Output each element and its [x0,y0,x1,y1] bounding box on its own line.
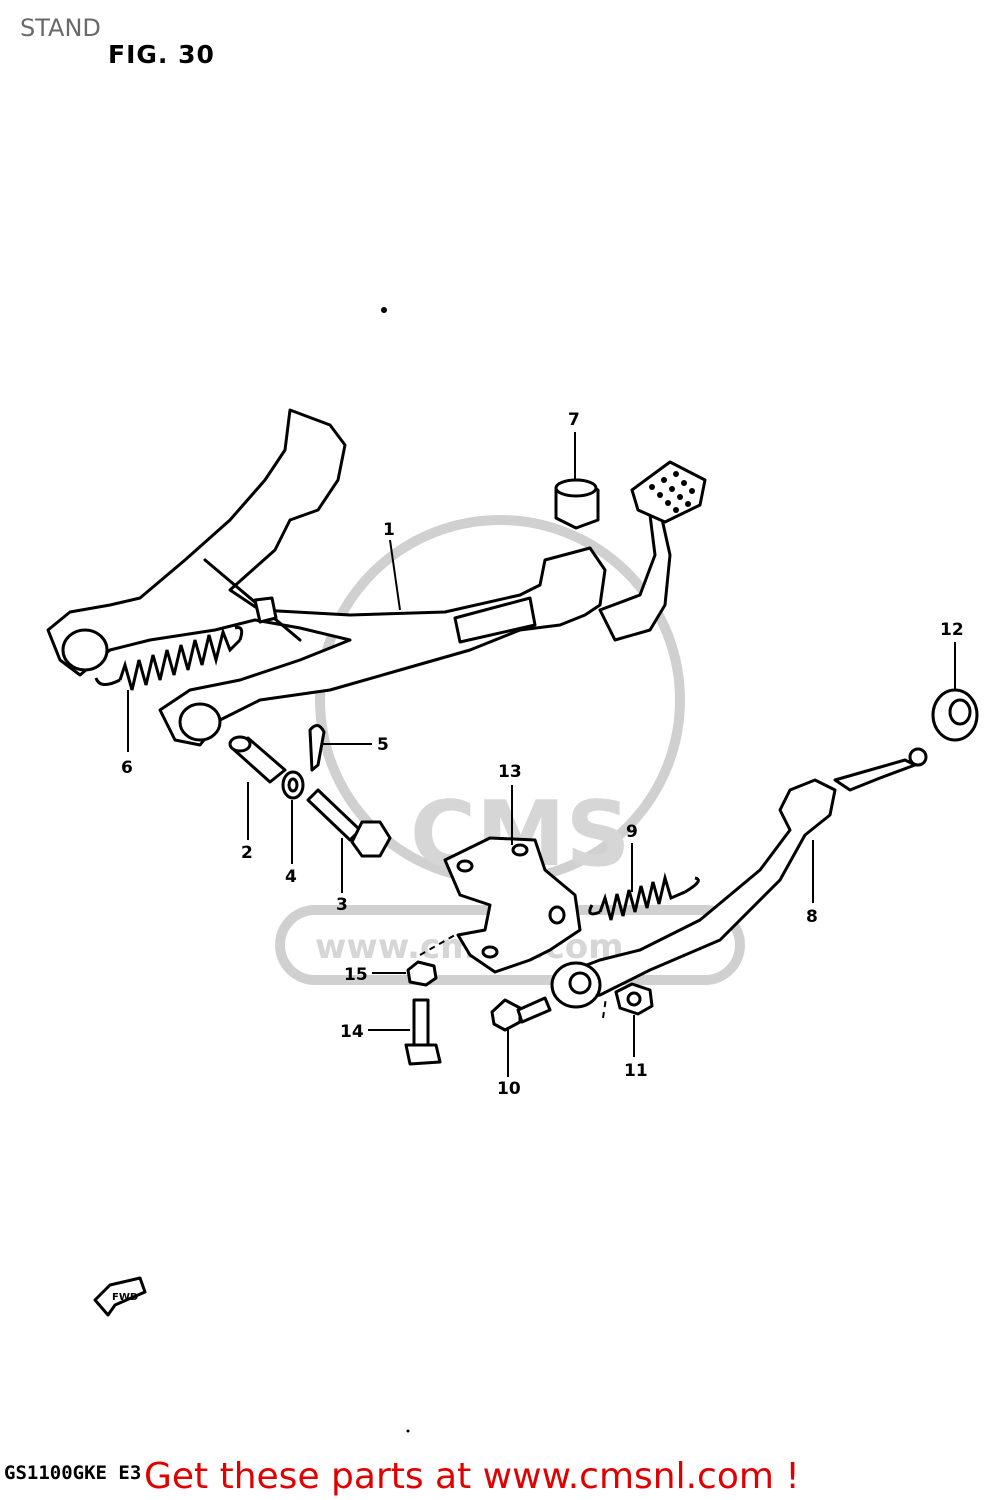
forward-arrow: FWD [93,1276,147,1317]
side-stand-spring[interactable] [588,872,700,921]
cotter-pin[interactable] [308,724,326,772]
callout-10: 10 [497,1079,521,1099]
callout-3: 3 [336,895,348,915]
stand-bolt[interactable] [306,788,392,858]
figure-label: FIG. 30 [108,40,215,69]
callout-14: 14 [340,1022,364,1042]
callout-7: 7 [568,410,580,430]
callout-8: 8 [806,907,818,927]
pivot-bolt[interactable] [490,996,552,1032]
fwd-label: FWD [112,1292,138,1303]
callout-1: 1 [383,520,395,540]
callout-4: 4 [285,867,297,887]
small-mark [381,307,387,313]
callout-9: 9 [626,822,638,842]
dot-mark [406,1429,410,1433]
callout-11: 11 [624,1061,648,1081]
callout-2: 2 [241,843,253,863]
callouts: 7 1 12 5 6 13 9 2 4 3 8 15 14 11 10 [121,410,964,1099]
leader-lines [127,432,956,1077]
stand-washer[interactable] [281,770,305,800]
bracket-nut[interactable] [406,960,438,987]
model-code: GS1100GKE E3 [4,1462,142,1484]
center-stand[interactable] [46,408,607,747]
stand-pedal[interactable] [598,460,707,642]
stand-bumper[interactable] [554,478,600,530]
page-title: STAND [20,14,101,42]
pivot-nut[interactable] [614,982,654,1016]
callout-6: 6 [121,758,133,778]
cta-link[interactable]: Get these parts at www.cmsnl.com ! [144,1456,800,1497]
callout-5: 5 [377,735,389,755]
pivot-bushing[interactable] [550,961,602,1009]
callout-13: 13 [498,762,522,782]
side-stand-cap[interactable] [931,688,979,742]
stand-spring[interactable] [94,626,244,691]
assembly-lines [419,934,607,1019]
bracket-bolt[interactable] [404,998,442,1066]
callout-15: 15 [344,965,368,985]
stand-spacer[interactable] [228,735,287,784]
callout-12: 12 [940,620,964,640]
side-stand-bracket[interactable] [443,836,582,974]
